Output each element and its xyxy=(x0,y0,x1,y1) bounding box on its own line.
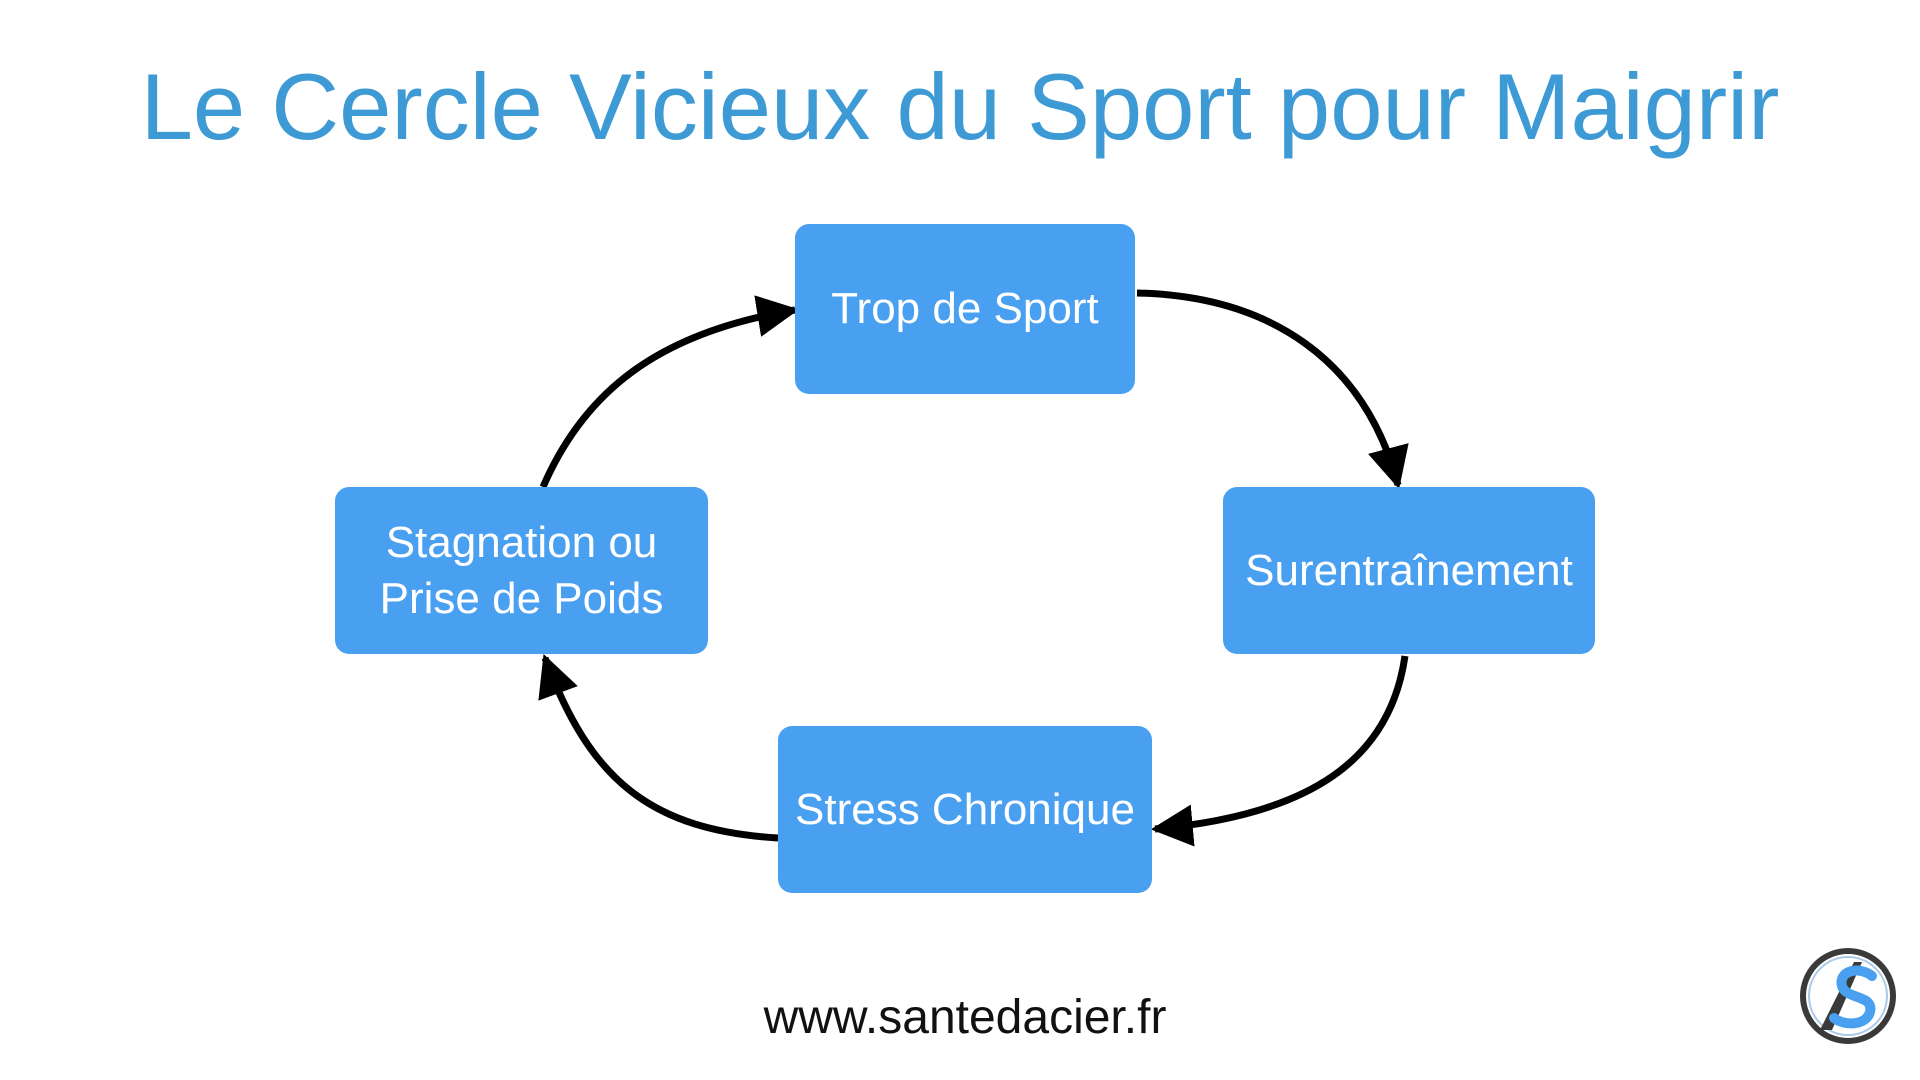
node-surentrainement: Surentraînement xyxy=(1223,487,1595,654)
footer-url: www.santedacier.fr xyxy=(763,991,1167,1044)
node-trop-de-sport: Trop de Sport xyxy=(795,224,1135,394)
arrow-surentrainement-to-stress xyxy=(1150,655,1409,847)
node-stagnation-prise-de-poids: Stagnation ou Prise de Poids xyxy=(335,487,708,654)
node-stress-chronique: Stress Chronique xyxy=(778,726,1152,893)
arrow-stagnation-to-trop xyxy=(539,295,800,489)
page-title: Le Cercle Vicieux du Sport pour Maigrir xyxy=(140,54,1780,159)
arrow-stress-to-stagnation xyxy=(538,654,779,842)
santedacier-logo-icon xyxy=(1800,948,1896,1044)
arrow-trop-to-surentrainement xyxy=(1136,289,1409,490)
